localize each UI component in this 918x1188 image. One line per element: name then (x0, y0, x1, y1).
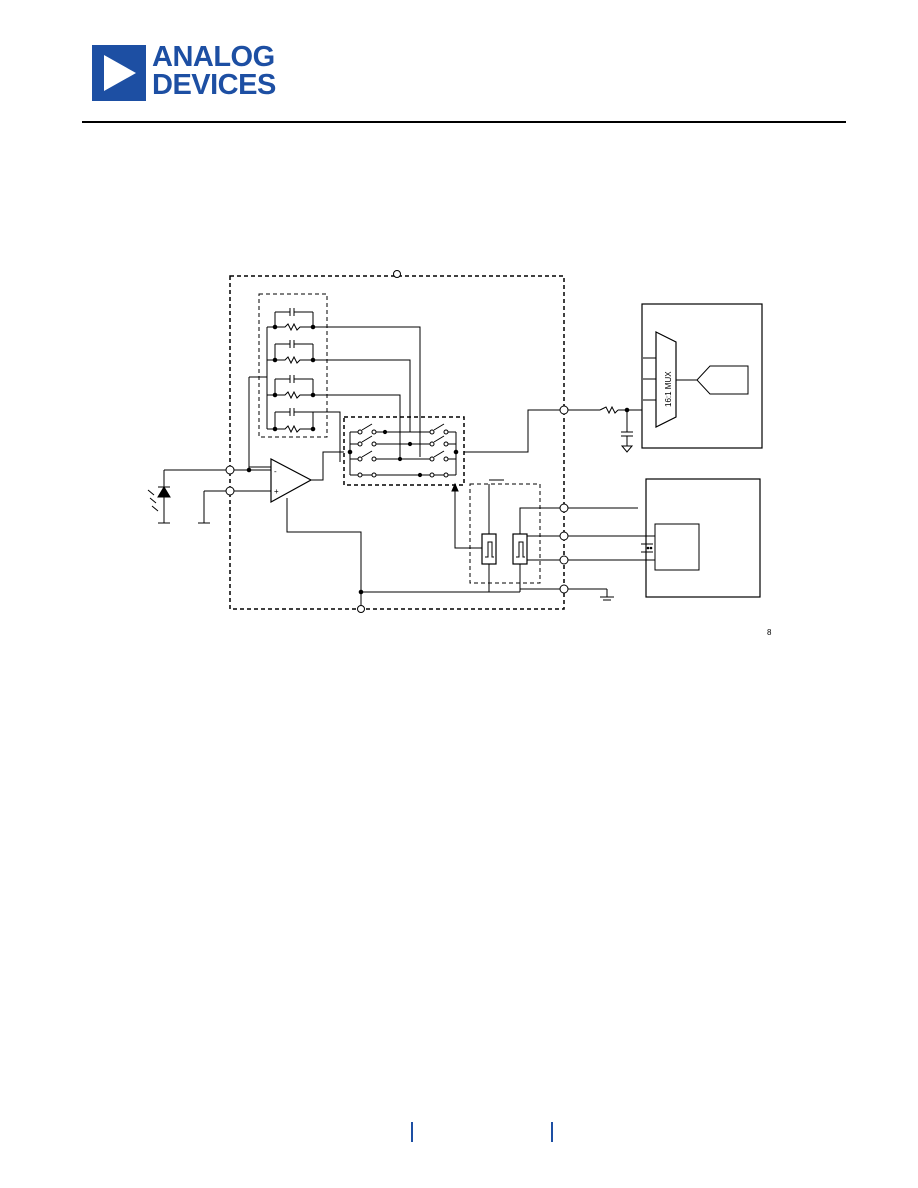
switch-row-1 (350, 423, 456, 435)
triangle-logo-icon (92, 45, 146, 101)
analog-output-pin (559, 405, 569, 415)
digital-pin-2 (559, 531, 569, 541)
figure-side-mark: 8 (767, 628, 772, 637)
controller-block (645, 478, 761, 598)
pulse-generator-2 (512, 533, 528, 565)
op-amp (270, 458, 313, 504)
pulse-generator-1 (481, 533, 497, 565)
control-arrow-icon (451, 482, 459, 492)
svg-text:-: - (274, 467, 277, 476)
digital-pin-4 (559, 584, 569, 594)
top-supply-pin (393, 270, 401, 278)
feedback-network-box (258, 293, 328, 438)
digital-pin-1 (559, 503, 569, 513)
rc-pair-3 (272, 375, 316, 400)
switch-row-4 (350, 472, 456, 478)
switch-row-2 (350, 435, 456, 447)
switch-bank-box (343, 416, 465, 486)
rc-pair-1 (272, 308, 316, 332)
rc-pair-4 (272, 408, 316, 434)
bottom-ground-pin (357, 605, 365, 613)
logo-wordmark: ANALOG DEVICES (152, 41, 276, 101)
header-rule (82, 121, 846, 123)
analog-devices-logo: ANALOG DEVICES (92, 41, 292, 101)
rc-pair-2 (272, 340, 316, 365)
svg-text:+: + (274, 487, 279, 496)
circuit-diagram: - + 16:1 MUX (147, 270, 763, 613)
footer-separator-left (411, 1122, 413, 1142)
photodiode-icon (147, 470, 171, 524)
noninverting-input-pin (225, 486, 235, 496)
adc-block (641, 303, 763, 449)
chip-boundary (229, 275, 565, 610)
mux-symbol (655, 331, 677, 428)
footer-separator-right (551, 1122, 553, 1142)
logo-line-1: ANALOG (152, 41, 275, 73)
logo-line-2: DEVICES (152, 69, 276, 101)
mux-label: 16:1 MUX (664, 371, 673, 407)
inverting-input-pin (225, 465, 235, 475)
switch-row-3 (350, 450, 456, 462)
controller-core (654, 523, 700, 571)
timing-block-box (469, 483, 541, 584)
digital-pin-3 (559, 555, 569, 565)
